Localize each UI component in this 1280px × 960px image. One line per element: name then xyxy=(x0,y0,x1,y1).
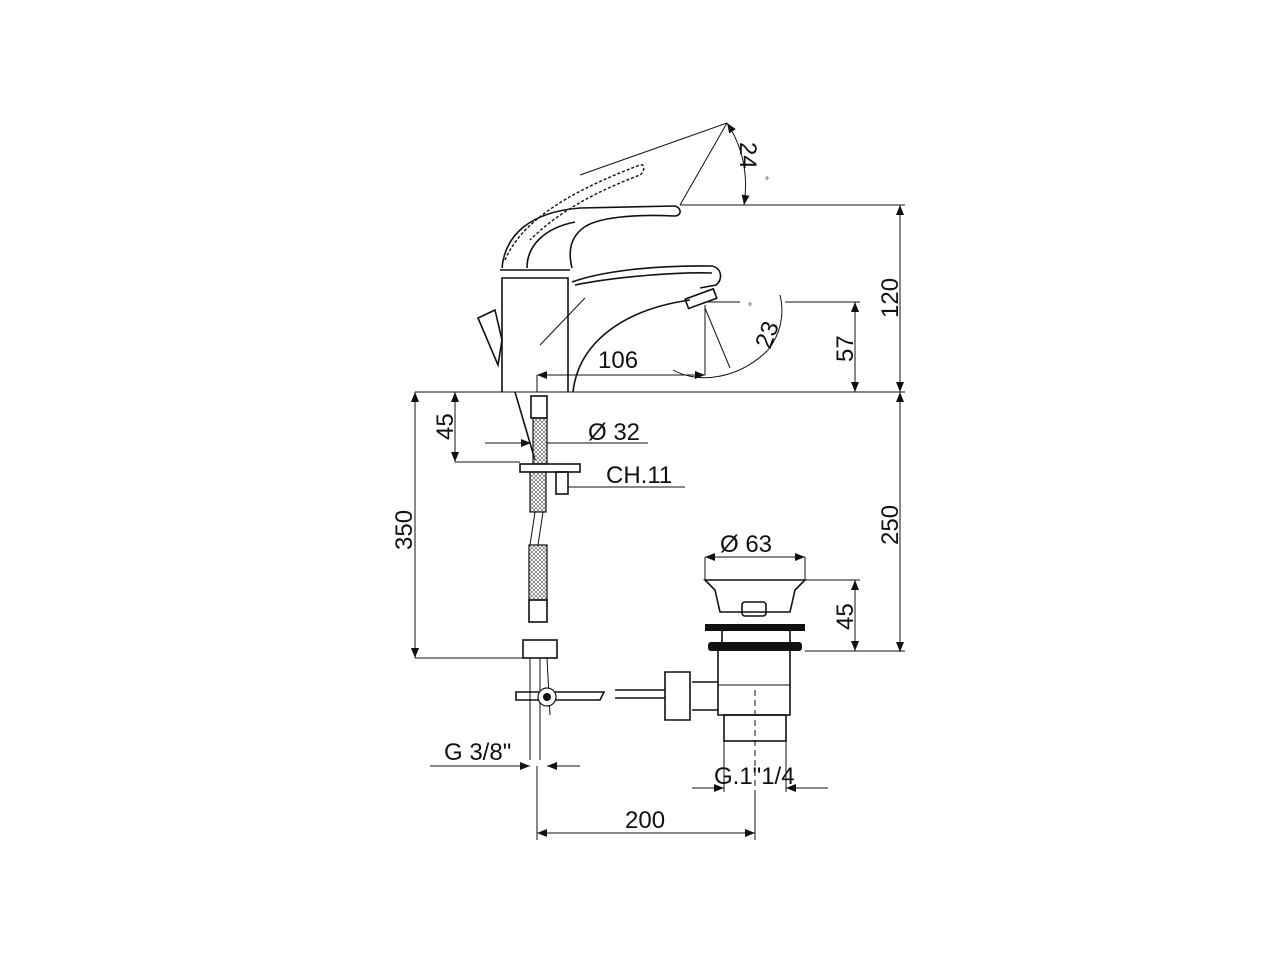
spout-reach-label: 106 xyxy=(598,347,638,374)
base-diameter-label: Ø 32 xyxy=(588,419,640,446)
waste-valve xyxy=(615,579,807,790)
lever-angle-degree: ° xyxy=(765,176,769,187)
waste-height-label: 45 xyxy=(832,603,859,630)
spout-angle-label: 23 xyxy=(750,318,785,352)
waste-thread-label: G.1"1/4 xyxy=(714,763,795,790)
hose-length-label: 350 xyxy=(391,510,418,550)
dimension-lines xyxy=(411,122,905,840)
lever-angle-label: 24 xyxy=(734,142,761,169)
spout-angle-degree: ° xyxy=(748,302,752,313)
centre-distance-label: 200 xyxy=(625,807,665,834)
hose-thread-label: G 3/8" xyxy=(444,739,511,766)
rod-length-label: 250 xyxy=(877,505,904,545)
total-height-label: 120 xyxy=(877,278,904,318)
faucet-body xyxy=(476,164,722,393)
supply-hose xyxy=(514,391,606,760)
shank-length-label: 45 xyxy=(432,413,459,440)
waste-diameter-label: Ø 63 xyxy=(720,531,772,558)
nut-size-label: CH.11 xyxy=(606,462,672,489)
spout-height-label: 57 xyxy=(832,335,859,362)
